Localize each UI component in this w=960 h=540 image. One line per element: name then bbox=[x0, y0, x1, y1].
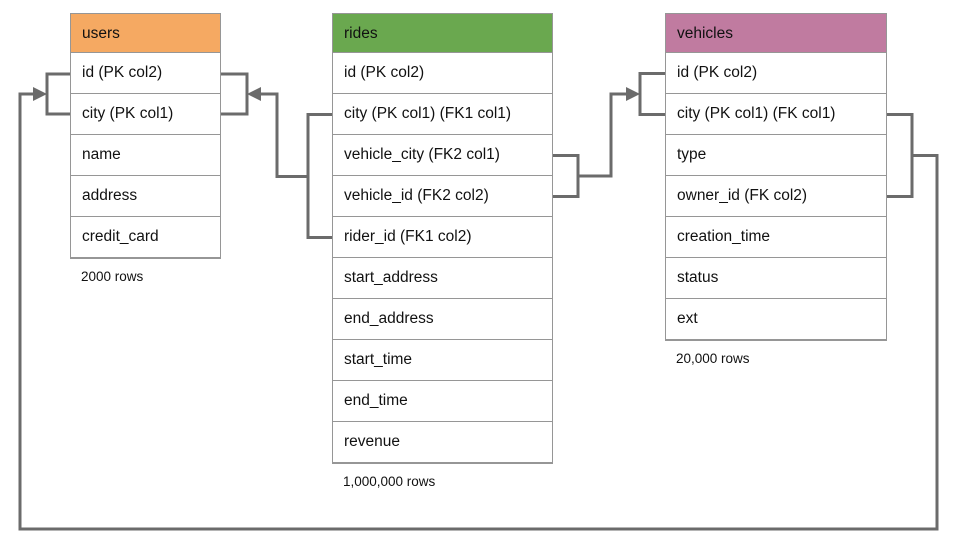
table-row: id (PK col2) bbox=[333, 53, 552, 94]
table-row: creation_time bbox=[666, 217, 886, 258]
table-users: users id (PK col2) city (PK col1) name a… bbox=[70, 13, 221, 284]
table-rides-rowcount: 1,000,000 rows bbox=[343, 474, 436, 489]
table-row: id (PK col2) bbox=[71, 53, 220, 94]
table-row: ext bbox=[666, 299, 886, 340]
arrowhead-into-users-right bbox=[247, 87, 261, 101]
table-users-rowcount: 2000 rows bbox=[81, 269, 144, 284]
rides-right-bracket bbox=[553, 154, 580, 198]
connector-rides-to-vehicles bbox=[553, 72, 665, 198]
table-users-header: users bbox=[71, 14, 220, 53]
table-row: type bbox=[666, 135, 886, 176]
table-row: end_time bbox=[333, 381, 552, 422]
table-row: start_time bbox=[333, 340, 552, 381]
table-rides-header: rides bbox=[333, 14, 552, 53]
table-row: city (PK col1) (FK1 col1) bbox=[333, 94, 552, 135]
arrowhead-into-vehicles-left bbox=[626, 87, 640, 101]
connector-line bbox=[18, 92, 939, 531]
table-vehicles-rowcount: 20,000 rows bbox=[676, 351, 750, 366]
table-row: name bbox=[71, 135, 220, 176]
table-row: owner_id (FK col2) bbox=[666, 176, 886, 217]
table-row: address bbox=[71, 176, 220, 217]
rides-left-bracket bbox=[306, 113, 332, 239]
table-row: vehicle_city (FK2 col1) bbox=[333, 135, 552, 176]
table-row: start_address bbox=[333, 258, 552, 299]
vehicles-right-bracket bbox=[887, 113, 914, 198]
table-row: vehicle_id (FK2 col2) bbox=[333, 176, 552, 217]
table-row: city (PK col1) (FK col1) bbox=[666, 94, 886, 135]
table-row: revenue bbox=[333, 422, 552, 463]
vehicles-left-bracket bbox=[638, 72, 665, 116]
table-vehicles-header: vehicles bbox=[666, 14, 886, 53]
table-row: city (PK col1) bbox=[71, 94, 220, 135]
table-row: credit_card bbox=[71, 217, 220, 258]
table-row: status bbox=[666, 258, 886, 299]
table-row: id (PK col2) bbox=[666, 53, 886, 94]
connector-line bbox=[578, 92, 628, 178]
table-row: rider_id (FK1 col2) bbox=[333, 217, 552, 258]
table-vehicles: vehicles id (PK col2) city (PK col1) (FK… bbox=[665, 13, 887, 366]
connector-vehicles-to-users bbox=[18, 72, 939, 531]
users-left-bracket bbox=[45, 72, 70, 116]
connector-rides-to-users bbox=[220, 72, 332, 239]
users-right-bracket bbox=[220, 72, 249, 116]
table-row: end_address bbox=[333, 299, 552, 340]
connector-line bbox=[259, 92, 308, 178]
table-rides: rides id (PK col2) city (PK col1) (FK1 c… bbox=[332, 13, 553, 489]
arrowhead-into-users-left bbox=[33, 87, 47, 101]
